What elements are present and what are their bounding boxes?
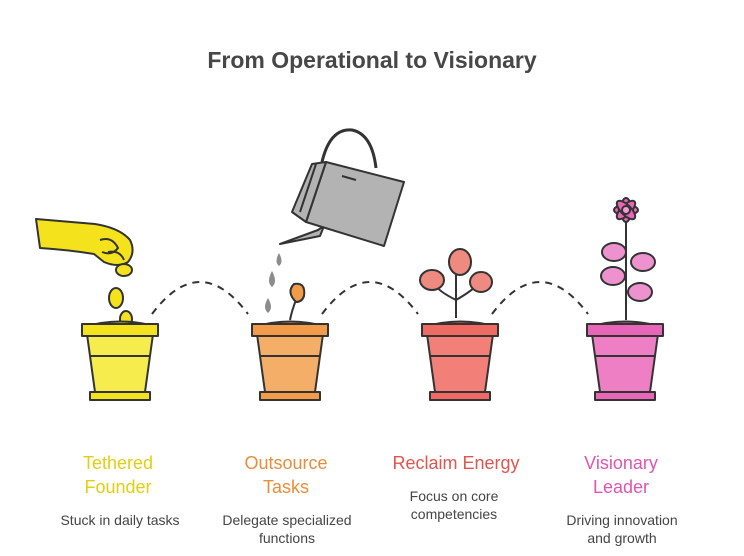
stage-4-desc-line-1: Driving innovation (566, 512, 678, 528)
hand-icon (35, 218, 134, 266)
pot-4 (586, 320, 664, 401)
stage-3-title: Reclaim Energy (371, 451, 541, 475)
connector-arc-1 (151, 281, 249, 315)
stage-2-title-line-1: Outsource (244, 453, 328, 473)
sprout-icon (289, 282, 306, 321)
stage-1-title-line-1: Tethered (82, 453, 154, 473)
flower-icon (600, 197, 656, 320)
pot-1 (81, 320, 159, 401)
stage-1-title: Tethered Founder (33, 451, 203, 499)
stage-4-title: Visionary Leader (536, 451, 706, 499)
stage-2-desc-line-1: Delegate specialized (222, 512, 352, 528)
coin-icon (108, 263, 133, 328)
stage-4-description: Driving innovation and growth (537, 511, 707, 547)
stage-4-title-line-1: Visionary (584, 453, 658, 473)
stage-2-description: Delegate specialized functions (202, 511, 372, 547)
pot-2 (251, 320, 329, 401)
pot-3 (421, 320, 499, 401)
plant-icon (419, 248, 493, 318)
page-title: From Operational to Visionary (207, 47, 537, 73)
stage-1-description: Stuck in daily tasks (35, 511, 205, 529)
stage-3-desc-line-1: Focus on core (409, 488, 499, 504)
stage-3-description: Focus on core competencies (369, 487, 539, 523)
stage-4-desc-line-2: and growth (587, 530, 657, 546)
stage-2-desc-line-2: functions (258, 530, 316, 546)
stage-3-desc-line-2: competencies (410, 506, 498, 522)
stage-1-desc-line-1: Stuck in daily tasks (60, 512, 180, 528)
stage-1-title-line-2: Founder (84, 477, 152, 497)
stage-2-title: Outsource Tasks (201, 451, 371, 499)
watering-can-icon (279, 128, 405, 247)
water-drops-icon (265, 253, 282, 313)
connector-arc-3 (491, 281, 589, 315)
stage-3-title-line-1: Reclaim Energy (392, 453, 520, 473)
stage-4-title-line-2: Leader (592, 477, 650, 497)
stage-2-title-line-2: Tasks (262, 477, 309, 497)
connector-arc-2 (321, 281, 419, 315)
